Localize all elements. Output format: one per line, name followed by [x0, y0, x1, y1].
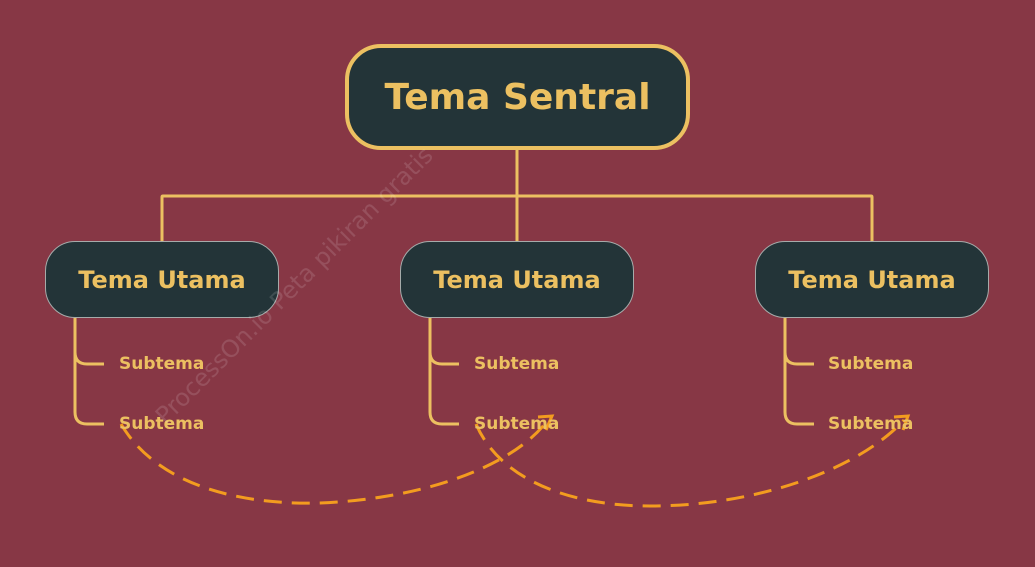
subtopic-3-2[interactable]: Subtema [828, 414, 914, 434]
subtopic-3-1[interactable]: Subtema [828, 354, 914, 374]
main-topic-2[interactable]: Tema Utama [400, 241, 634, 318]
relationship-arrow-2 [893, 414, 911, 431]
main-topic-3[interactable]: Tema Utama [755, 241, 989, 318]
relationship-line-2[interactable] [474, 418, 906, 508]
subtopic-1-1[interactable]: Subtema [119, 354, 205, 374]
subtopic-2-2[interactable]: Subtema [474, 414, 560, 434]
subtopic-connector-2 [428, 318, 459, 426]
subtopic-connector-3 [783, 318, 814, 426]
subtopic-2-1[interactable]: Subtema [474, 354, 560, 374]
relationship-arrow-1 [537, 414, 555, 431]
subtopic-1-2[interactable]: Subtema [119, 414, 205, 434]
central-topic[interactable]: Tema Sentral [345, 44, 690, 150]
subtopic-connector-1 [73, 318, 104, 426]
main-topic-1[interactable]: Tema Utama [45, 241, 279, 318]
relationship-line-1[interactable] [119, 419, 550, 505]
central-connector [160, 150, 874, 241]
